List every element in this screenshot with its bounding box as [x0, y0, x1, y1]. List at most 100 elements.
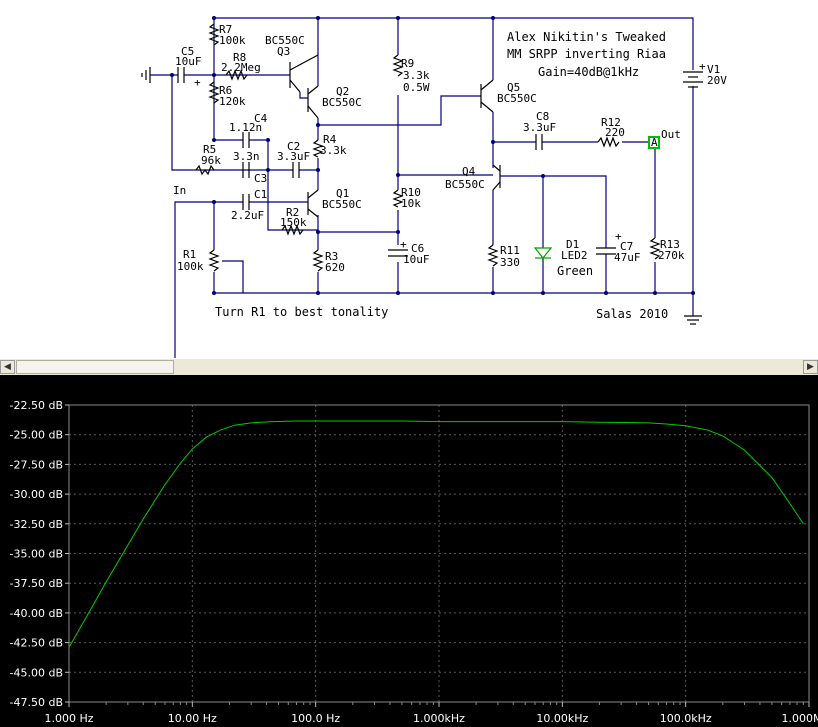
capacitor-c2 [292, 162, 300, 178]
y-tick-label: -47.50 dB [10, 696, 64, 709]
r12-label: R12 [601, 116, 621, 129]
r11-value: 330 [500, 256, 520, 269]
r4-label: R4 [323, 133, 337, 146]
r10-value: 10k [401, 197, 421, 210]
y-tick-label: -32.50 dB [10, 518, 64, 531]
frequency-response-chart: -22.50 dB-25.00 dB-27.50 dB-30.00 dB-32.… [10, 399, 818, 725]
output-wire [493, 141, 656, 293]
y-tick-label: -30.00 dB [10, 488, 64, 501]
author-label: Salas 2010 [596, 307, 668, 321]
probe-label: A [651, 136, 658, 149]
x-tick-label: 100.0kHz [660, 712, 712, 725]
c6-plus: + [400, 238, 407, 251]
r5-value: 96k [201, 154, 221, 167]
q4-label: Q4 [462, 165, 476, 178]
q4-part: BC550C [445, 178, 485, 191]
c8-label: C8 [536, 110, 549, 123]
c6-label: C6 [411, 242, 424, 255]
r3-value: 620 [325, 261, 345, 274]
scroll-right-icon[interactable]: ▶ [803, 360, 818, 374]
c4-value: 1.12n [229, 121, 262, 134]
resistor-r4 [312, 139, 324, 158]
tonality-note: Turn R1 to best tonality [215, 305, 388, 319]
battery-v1 [683, 71, 703, 88]
capacitor-c6 [388, 249, 408, 257]
title-line-1: Alex Nikitin's Tweaked [507, 30, 666, 44]
schematic-panel: + V1 20V C5 10uF + R7 100k R8 2.2Meg R6 … [0, 0, 818, 358]
capacitor-c1 [242, 194, 250, 210]
y-tick-label: -35.00 dB [10, 548, 64, 561]
c8-value: 3.3uF [523, 121, 556, 134]
r1-wiper-wire [222, 260, 244, 293]
r11-label: R11 [500, 244, 520, 257]
ground-symbol [684, 293, 702, 325]
resistor-r5 [195, 164, 215, 176]
plot-panel: -22.50 dB-25.00 dB-27.50 dB-30.00 dB-32.… [0, 375, 818, 727]
r1-value: 100k [177, 260, 204, 273]
c7-label: C7 [620, 240, 633, 253]
r2-value: 150k [280, 216, 307, 229]
transistor-q5 [480, 18, 494, 168]
r9-label: R9 [401, 57, 414, 70]
c6-value: 10uF [403, 253, 430, 266]
r1-label: R1 [183, 248, 196, 261]
transistor-q4 [492, 164, 607, 293]
q3-label: Q3 [277, 45, 290, 58]
transistor-q2 [307, 55, 319, 125]
r9-value: 3.3k [403, 69, 430, 82]
c5-plus: + [194, 76, 201, 89]
capacitor-c3 [242, 162, 250, 178]
r13-label: R13 [660, 238, 680, 251]
x-tick-label: 1.000 Hz [44, 712, 93, 725]
r6-label: R6 [219, 84, 232, 97]
capacitor-c7 [596, 247, 616, 262]
r7-label: R7 [219, 23, 232, 36]
r6-value: 120k [219, 95, 246, 108]
r4-value: 3.3k [320, 144, 347, 157]
y-tick-label: -45.00 dB [10, 666, 64, 679]
title-line-3: Gain=40dB@1kHz [538, 65, 639, 79]
mid-wire [318, 18, 493, 293]
c7-value: 47uF [614, 251, 641, 264]
schematic-drawing: + V1 20V C5 10uF + R7 100k R8 2.2Meg R6 … [141, 16, 727, 358]
series-line [68, 420, 804, 648]
q5-label: Q5 [507, 81, 520, 94]
y-tick-label: -42.50 dB [10, 637, 64, 650]
resistor-r12 [597, 136, 620, 148]
input-wire [174, 201, 308, 358]
r9-power: 0.5W [403, 81, 430, 94]
x-tick-label: 1.000MHz [781, 712, 818, 725]
y-tick-label: -22.50 dB [10, 399, 64, 412]
y-tick-label: -37.50 dB [10, 577, 64, 590]
q2-label: Q2 [336, 85, 349, 98]
v1-value: 20V [707, 74, 727, 87]
input-ground-symbol [141, 67, 151, 83]
chart-series [68, 420, 804, 648]
scroll-left-icon[interactable]: ◀ [0, 360, 15, 374]
horizontal-scrollbar[interactable]: ◀ ▶ [0, 358, 818, 376]
c5-label: C5 [181, 45, 194, 58]
r2-label: R2 [286, 206, 299, 219]
r5-label: R5 [203, 143, 216, 156]
scrollbar-thumb[interactable] [16, 360, 174, 374]
c2-value: 3.3uF [277, 150, 310, 163]
c5-value: 10uF [175, 55, 202, 68]
probe-marker[interactable] [648, 136, 660, 149]
x-tick-label: 10.00 Hz [168, 712, 217, 725]
capacitor-c5 [177, 67, 185, 83]
q5-part: BC550C [497, 92, 537, 105]
c2-label: C2 [287, 140, 300, 153]
q1-part: BC550C [322, 198, 362, 211]
d1-color: Green [557, 264, 593, 278]
left-bias-wire [171, 18, 268, 171]
resistor-r6 [208, 81, 220, 104]
x-tick-label: 10.00kHz [536, 712, 588, 725]
q1-label: Q1 [336, 187, 349, 200]
resistor-r9 [392, 54, 404, 77]
r10-label: R10 [401, 186, 421, 199]
r12-value: 220 [605, 126, 625, 139]
resistor-r2 [281, 224, 304, 236]
resistor-r10 [392, 189, 404, 208]
junction-dots [170, 16, 695, 295]
transistor-q3 [289, 54, 319, 99]
